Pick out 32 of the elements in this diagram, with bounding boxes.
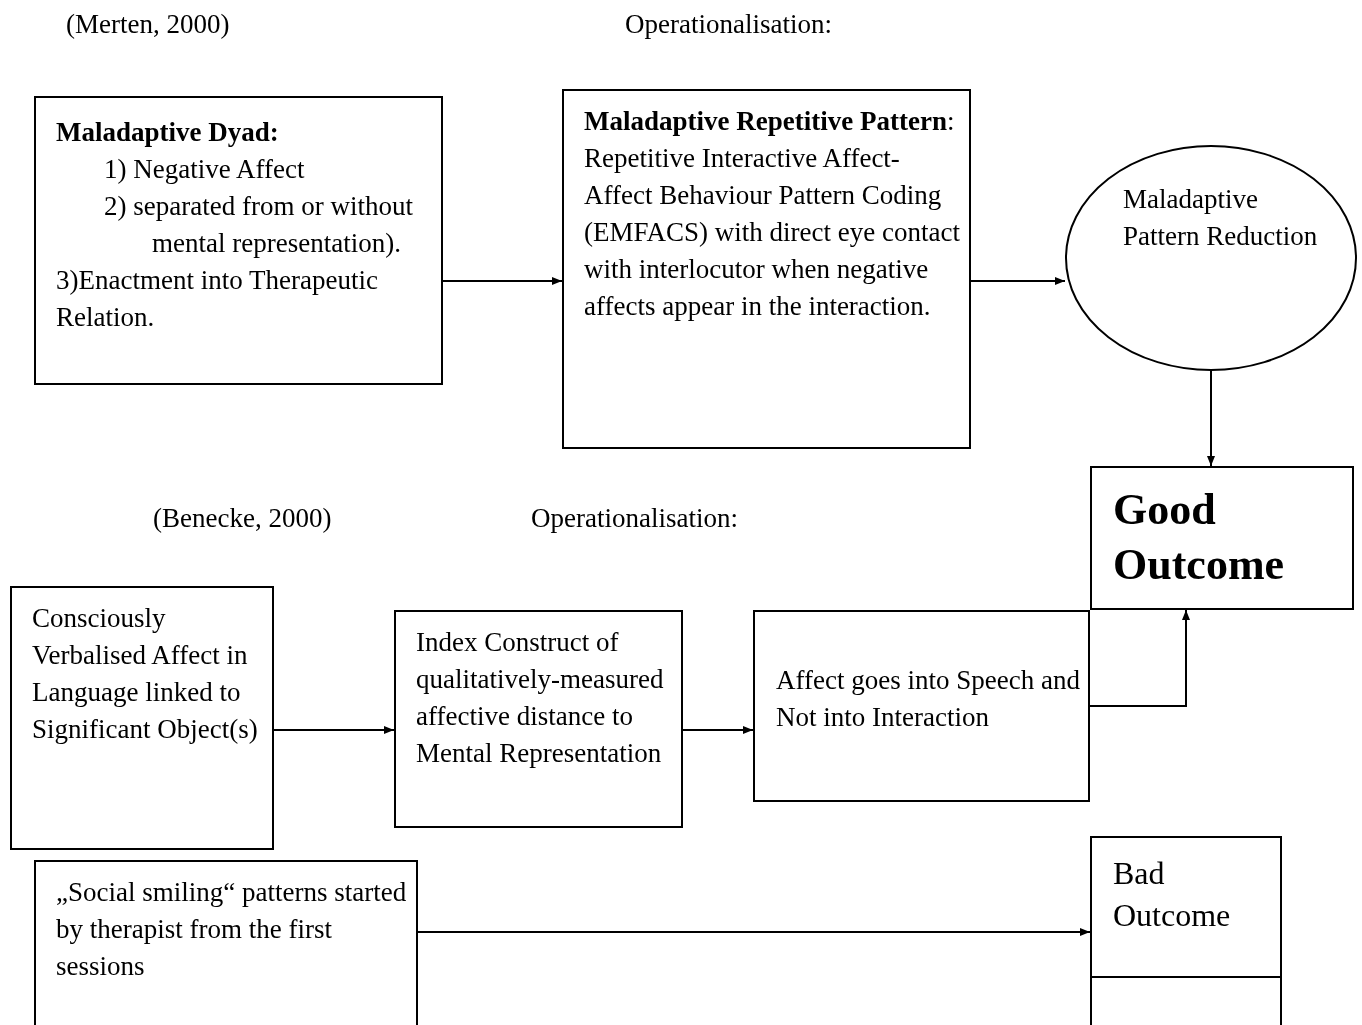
- process-box: [394, 610, 683, 828]
- arrow: [417, 928, 1091, 936]
- box-text: 3)Enactment into Therapeutic Relation.: [56, 264, 379, 334]
- arrow: [1207, 370, 1215, 467]
- arrow: [1089, 609, 1190, 707]
- box-text: Good Outcome: [1113, 484, 1286, 591]
- box-text: Affect goes into Speech and Not into Interaction: [776, 664, 1080, 734]
- process-box: [753, 610, 1090, 802]
- source-label: Operationalisation:: [531, 502, 738, 535]
- arrow: [970, 277, 1066, 285]
- arrow: [442, 277, 563, 285]
- box-text: Repetitive Interactive Affect-Affect Behaviour Pattern Coding (EMFACS) with direct eye contact with interlocutor when negative affects appear in the interaction.: [584, 142, 961, 323]
- source-label: Operationalisation:: [625, 8, 832, 41]
- box-text: Bad Outcome: [1113, 854, 1232, 935]
- box-text: 2) separated from or without mental representation).: [104, 190, 414, 260]
- process-box: [1090, 466, 1354, 610]
- source-label: (Benecke, 2000): [153, 502, 332, 535]
- process-box: [1090, 836, 1282, 1025]
- box-text: 1) Negative Affect: [103, 153, 306, 186]
- process-box: [10, 586, 274, 850]
- box-text: „Social smiling“ patterns started by therapist from the first sessions: [56, 876, 408, 983]
- box-heading: Maladaptive Repetitive Pattern:: [584, 105, 956, 138]
- arrow: [273, 726, 395, 734]
- box-text: Index Construct of qualitatively-measured affective distance to Mental Representation: [416, 626, 665, 770]
- box-text: Consciously Verbalised Affect in Language linked to Significant Object(s): [32, 602, 259, 746]
- process-box: [34, 96, 443, 385]
- arrow: [682, 726, 754, 734]
- process-box: [34, 860, 418, 1025]
- box-heading: Maladaptive Dyad:: [56, 116, 280, 149]
- process-box: [562, 89, 971, 449]
- box-text: Maladaptive Pattern Reduction: [1123, 183, 1319, 253]
- source-label: (Merten, 2000): [66, 8, 230, 41]
